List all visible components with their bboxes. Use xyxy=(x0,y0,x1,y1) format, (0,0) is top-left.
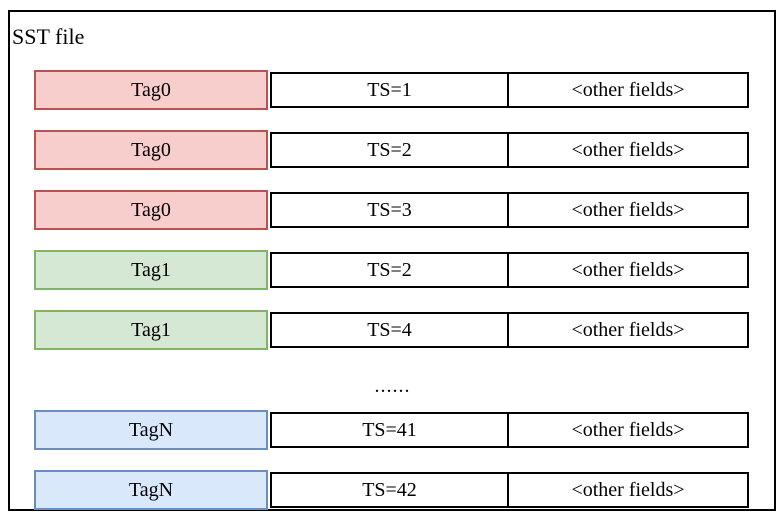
tag-cell: TagN xyxy=(34,410,268,450)
sst-file-title: SST file xyxy=(12,24,85,49)
tag-cell: TagN xyxy=(34,470,268,510)
other-fields-cell: <other fields> xyxy=(507,412,749,448)
other-fields-cell: <other fields> xyxy=(507,72,749,108)
timestamp-cell: TS=41 xyxy=(270,412,509,448)
record-row: TagN TS=42 <other fields> xyxy=(34,470,751,510)
tag-cell: Tag1 xyxy=(34,250,268,290)
other-fields-cell: <other fields> xyxy=(507,312,749,348)
record-row: Tag0 TS=2 <other fields> xyxy=(34,130,751,170)
record-row: TagN TS=41 <other fields> xyxy=(34,410,751,450)
sst-file-box: SST file Tag0 TS=1 <other fields> Tag0 T… xyxy=(8,10,776,511)
tag-cell: Tag0 xyxy=(34,130,268,170)
other-fields-cell: <other fields> xyxy=(507,252,749,288)
timestamp-cell: TS=4 xyxy=(270,312,509,348)
other-fields-cell: <other fields> xyxy=(507,132,749,168)
tag-cell: Tag0 xyxy=(34,70,268,110)
other-fields-cell: <other fields> xyxy=(507,192,749,228)
ellipsis-text: ...... xyxy=(374,374,411,397)
tag-cell: Tag0 xyxy=(34,190,268,230)
record-row: Tag1 TS=4 <other fields> xyxy=(34,310,751,350)
timestamp-cell: TS=2 xyxy=(270,132,509,168)
timestamp-cell: TS=3 xyxy=(270,192,509,228)
timestamp-cell: TS=42 xyxy=(270,472,509,508)
record-rows: Tag0 TS=1 <other fields> Tag0 TS=2 <othe… xyxy=(34,70,751,530)
timestamp-cell: TS=2 xyxy=(270,252,509,288)
ellipsis-row: ...... xyxy=(34,370,751,410)
record-row: Tag1 TS=2 <other fields> xyxy=(34,250,751,290)
tag-cell: Tag1 xyxy=(34,310,268,350)
other-fields-cell: <other fields> xyxy=(507,472,749,508)
timestamp-cell: TS=1 xyxy=(270,72,509,108)
record-row: Tag0 TS=3 <other fields> xyxy=(34,190,751,230)
record-row: Tag0 TS=1 <other fields> xyxy=(34,70,751,110)
